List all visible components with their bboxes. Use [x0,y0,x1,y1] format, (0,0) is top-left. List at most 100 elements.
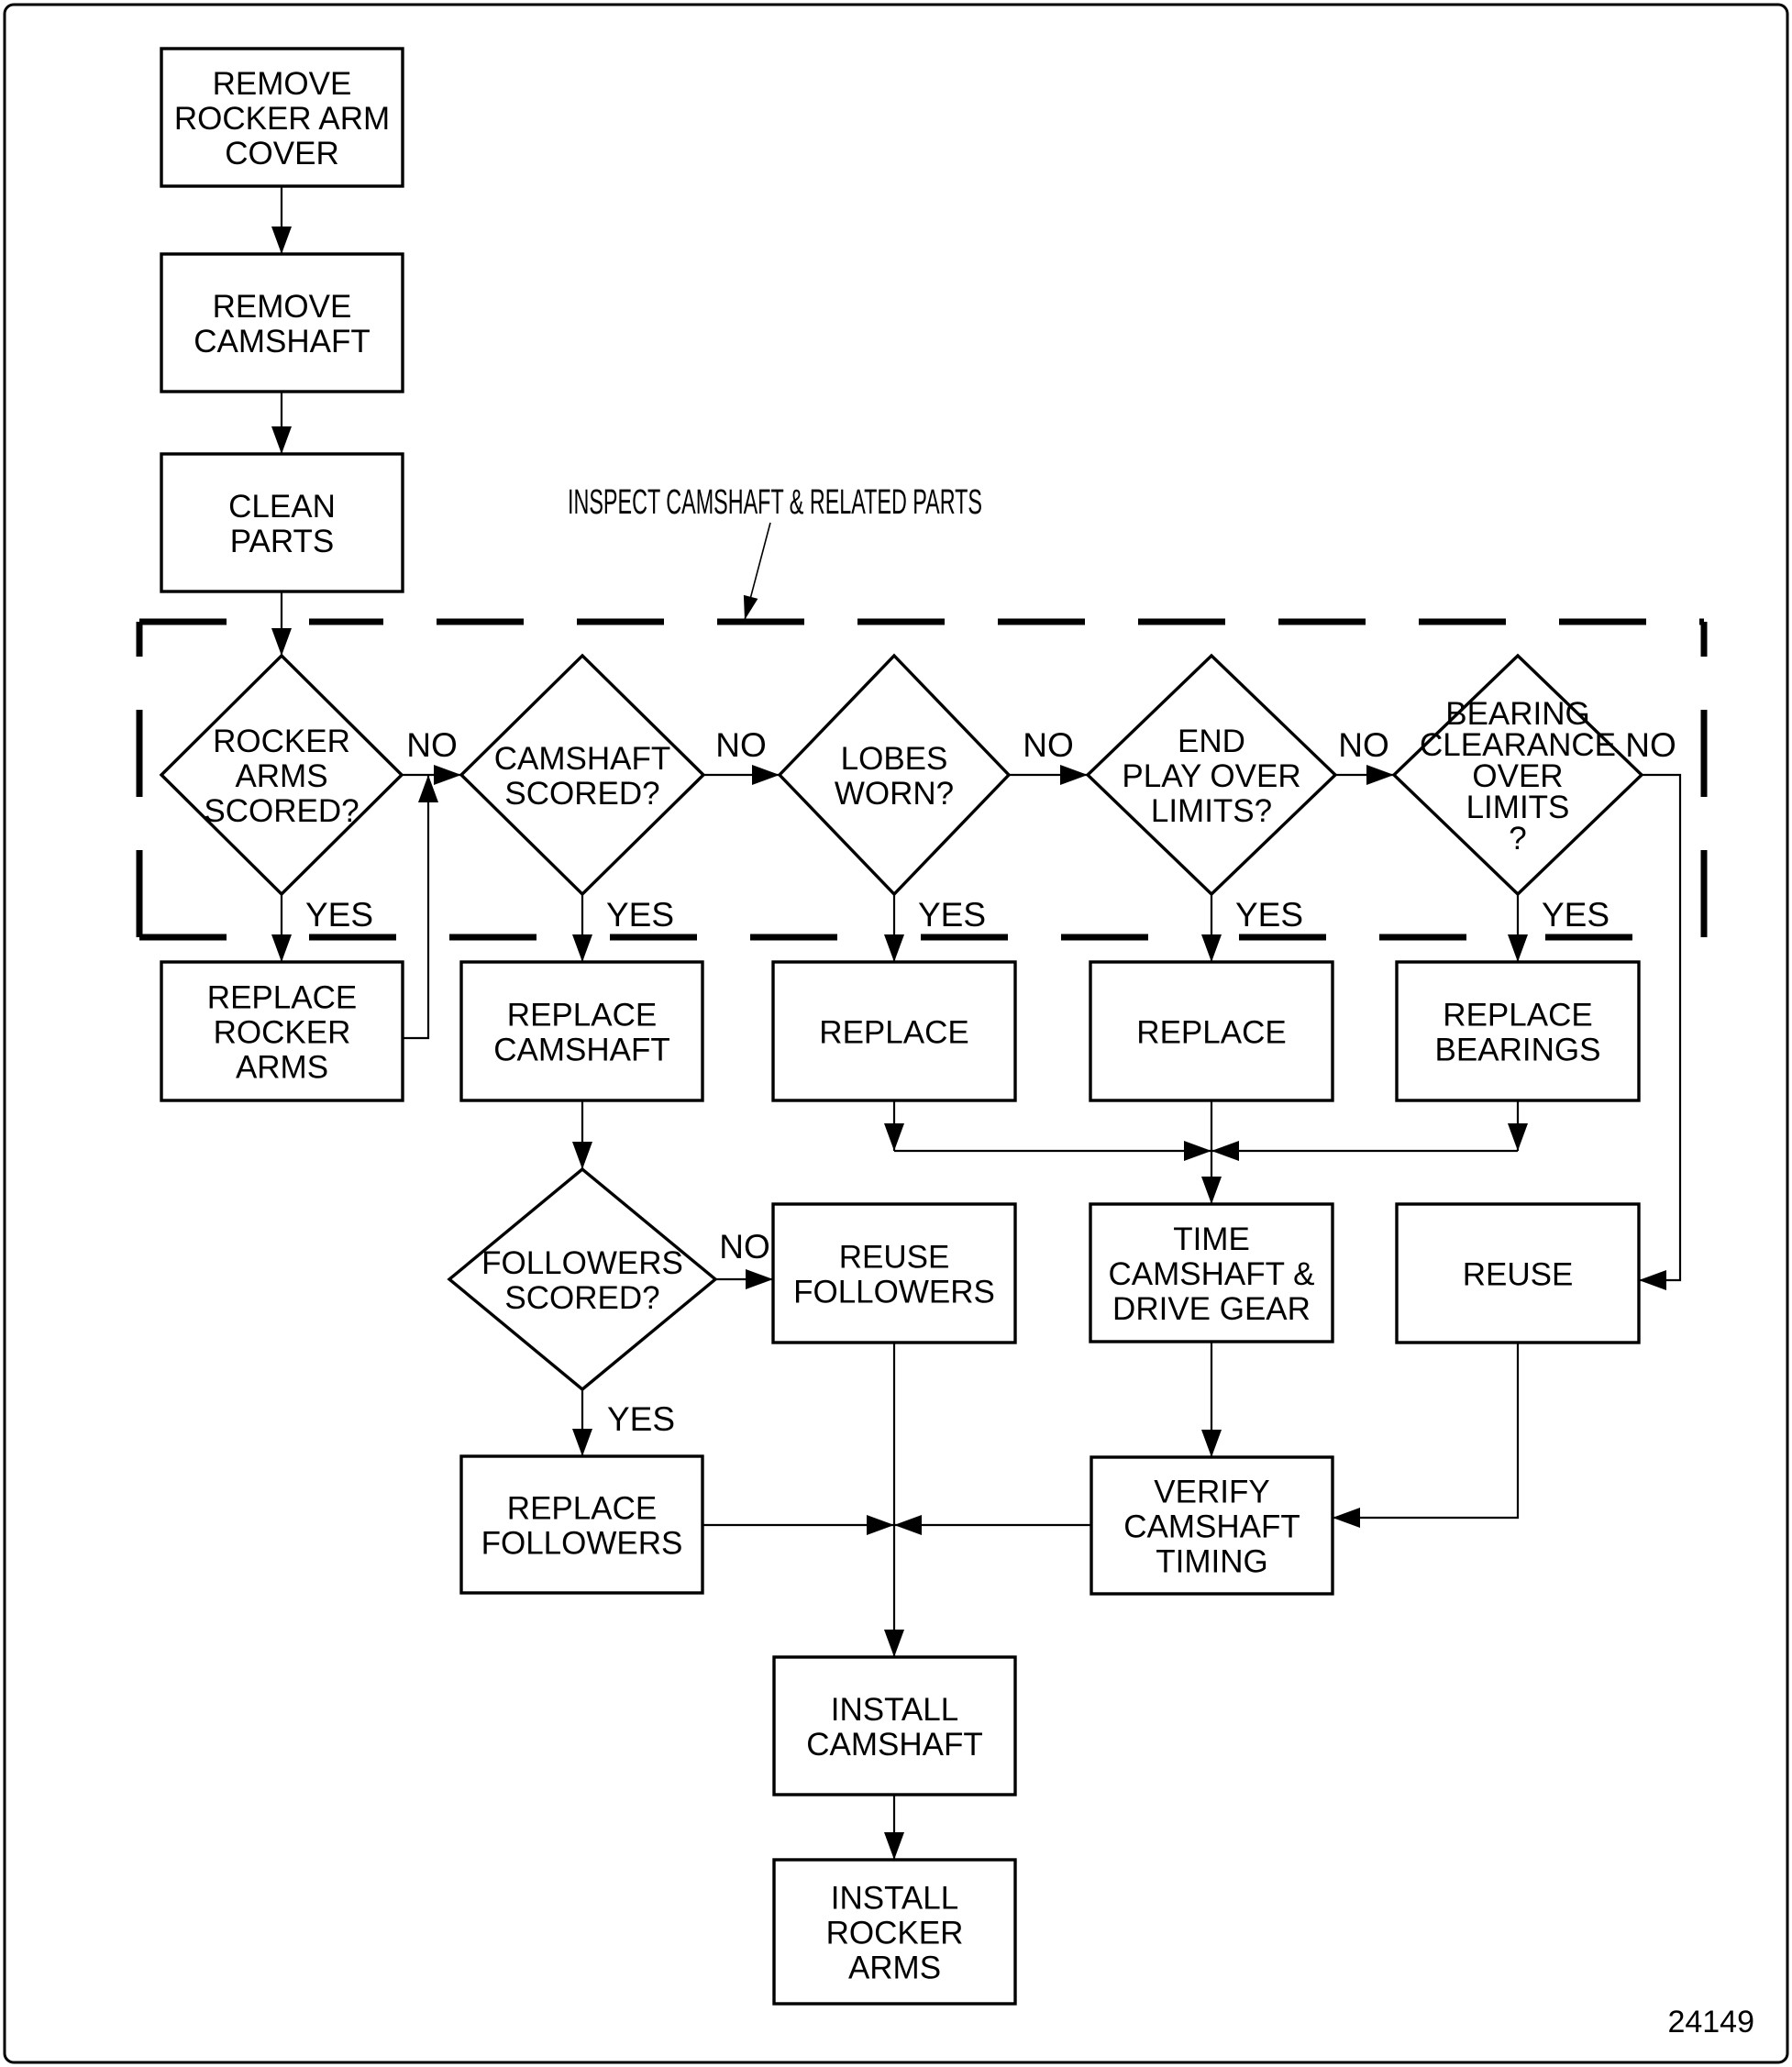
process-box [1089,1202,1334,1343]
flow-replace-followers-to-install-camshaft [702,1515,894,1535]
flow-end-play-over-limits-to-replace-end-play: YES [1201,894,1303,962]
arrowhead-icon [1060,765,1088,785]
flow-rocker-arms-scored-to-replace-rocker-arms: YES [271,894,373,962]
process-box [1395,960,1641,1102]
step-replace-end-play: REPLACE [1089,960,1334,1102]
branch-label-yes: YES [305,896,373,934]
process-box [771,1202,1017,1344]
arrowhead-icon [271,934,292,962]
arrowhead-icon [271,426,292,454]
branch-label-no: NO [1338,726,1389,764]
flow-remove-camshaft-to-clean-parts [271,392,292,454]
arrowhead-icon [1508,1123,1528,1151]
page-border [3,3,1789,2064]
process-box [160,252,404,393]
arrowhead-icon [434,765,461,785]
branch-label-no: NO [406,726,458,764]
arrowhead-icon [894,1515,922,1535]
decision-diamond [1085,653,1338,897]
flow-install-camshaft-to-install-rocker-arms [884,1795,904,1860]
flow-camshaft-scored-to-lobes-worn: NO [703,726,780,785]
connector-line [1333,1343,1520,1520]
flow-replace-bearings-to-junction-mid [1508,1100,1528,1151]
arrowhead-icon [1201,1177,1222,1204]
arrowhead-icon [418,775,438,802]
branch-label-no: NO [719,1228,770,1266]
arrowhead-icon [271,227,292,254]
decision-diamond [777,653,1012,897]
arrowhead-icon [1508,934,1528,962]
branch-label-no: NO [715,726,767,764]
arrowhead-icon [1201,1430,1222,1457]
decision-diamond [159,653,404,897]
arrowhead-icon [1639,1270,1666,1290]
arrowhead-icon [572,1429,592,1456]
arrowhead-icon [752,765,780,785]
flow-camshaft-scored-to-replace-camshaft: YES [572,894,674,962]
flow-clean-parts-to-rocker-arms-scored [271,591,292,656]
arrowhead-icon [884,1123,904,1151]
flow-bearing-clearance-over-limits-to-replace-bearings: YES [1508,894,1609,962]
process-box [459,960,704,1102]
branch-label-no: NO [1625,726,1676,764]
flow-verify-camshaft-timing-to-install-camshaft [894,1515,1091,1535]
flow-reuse-to-verify-camshaft-timing [1333,1343,1520,1528]
flow-inspect-title-to-inspection-region [743,522,771,621]
flow-followers-scored-to-replace-followers: YES [572,1389,675,1456]
flow-junction-right-to-time-camshaft-drive-gear [1211,1141,1518,1161]
arrowhead-icon [1366,765,1394,785]
process-box [1395,1202,1641,1344]
branch-label-no: NO [1023,726,1074,764]
arrowhead-icon [884,1832,904,1860]
flow-replace-camshaft-to-followers-scored [572,1100,592,1169]
arrowhead-icon [271,628,292,656]
process-box [1090,1455,1334,1596]
flow-junction-left-to-time-camshaft-drive-gear [894,1141,1211,1161]
flow-end-play-over-limits-to-bearing-clearance-over-limits: NO [1335,726,1394,785]
node-label: REPLACE [819,1015,968,1051]
decision-diamond [459,653,706,897]
flow-bearing-clearance-over-limits-to-reuse: NO [1625,726,1682,1290]
process-box [459,1454,704,1595]
flow-reuse-followers-to-install-camshaft [884,1343,904,1657]
decision-diamond [447,1166,718,1392]
branch-label-yes: YES [918,896,986,934]
step-reuse: REUSE [1395,1202,1641,1344]
arrowhead-icon [1184,1141,1211,1161]
flow-lobes-worn-to-end-play-over-limits: NO [1009,726,1088,785]
process-box [160,452,404,593]
flow-replace-rocker-arms-to-camshaft-scored [403,775,438,1040]
flow-followers-scored-to-reuse-followers: NO [715,1228,773,1289]
flow-time-camshaft-drive-gear-to-verify-camshaft-timing [1201,1342,1222,1457]
flow-replace-end-play-to-time-camshaft-drive-gear [1201,1100,1222,1204]
flow-lobes-worn-to-replace-lobes: YES [884,894,986,962]
